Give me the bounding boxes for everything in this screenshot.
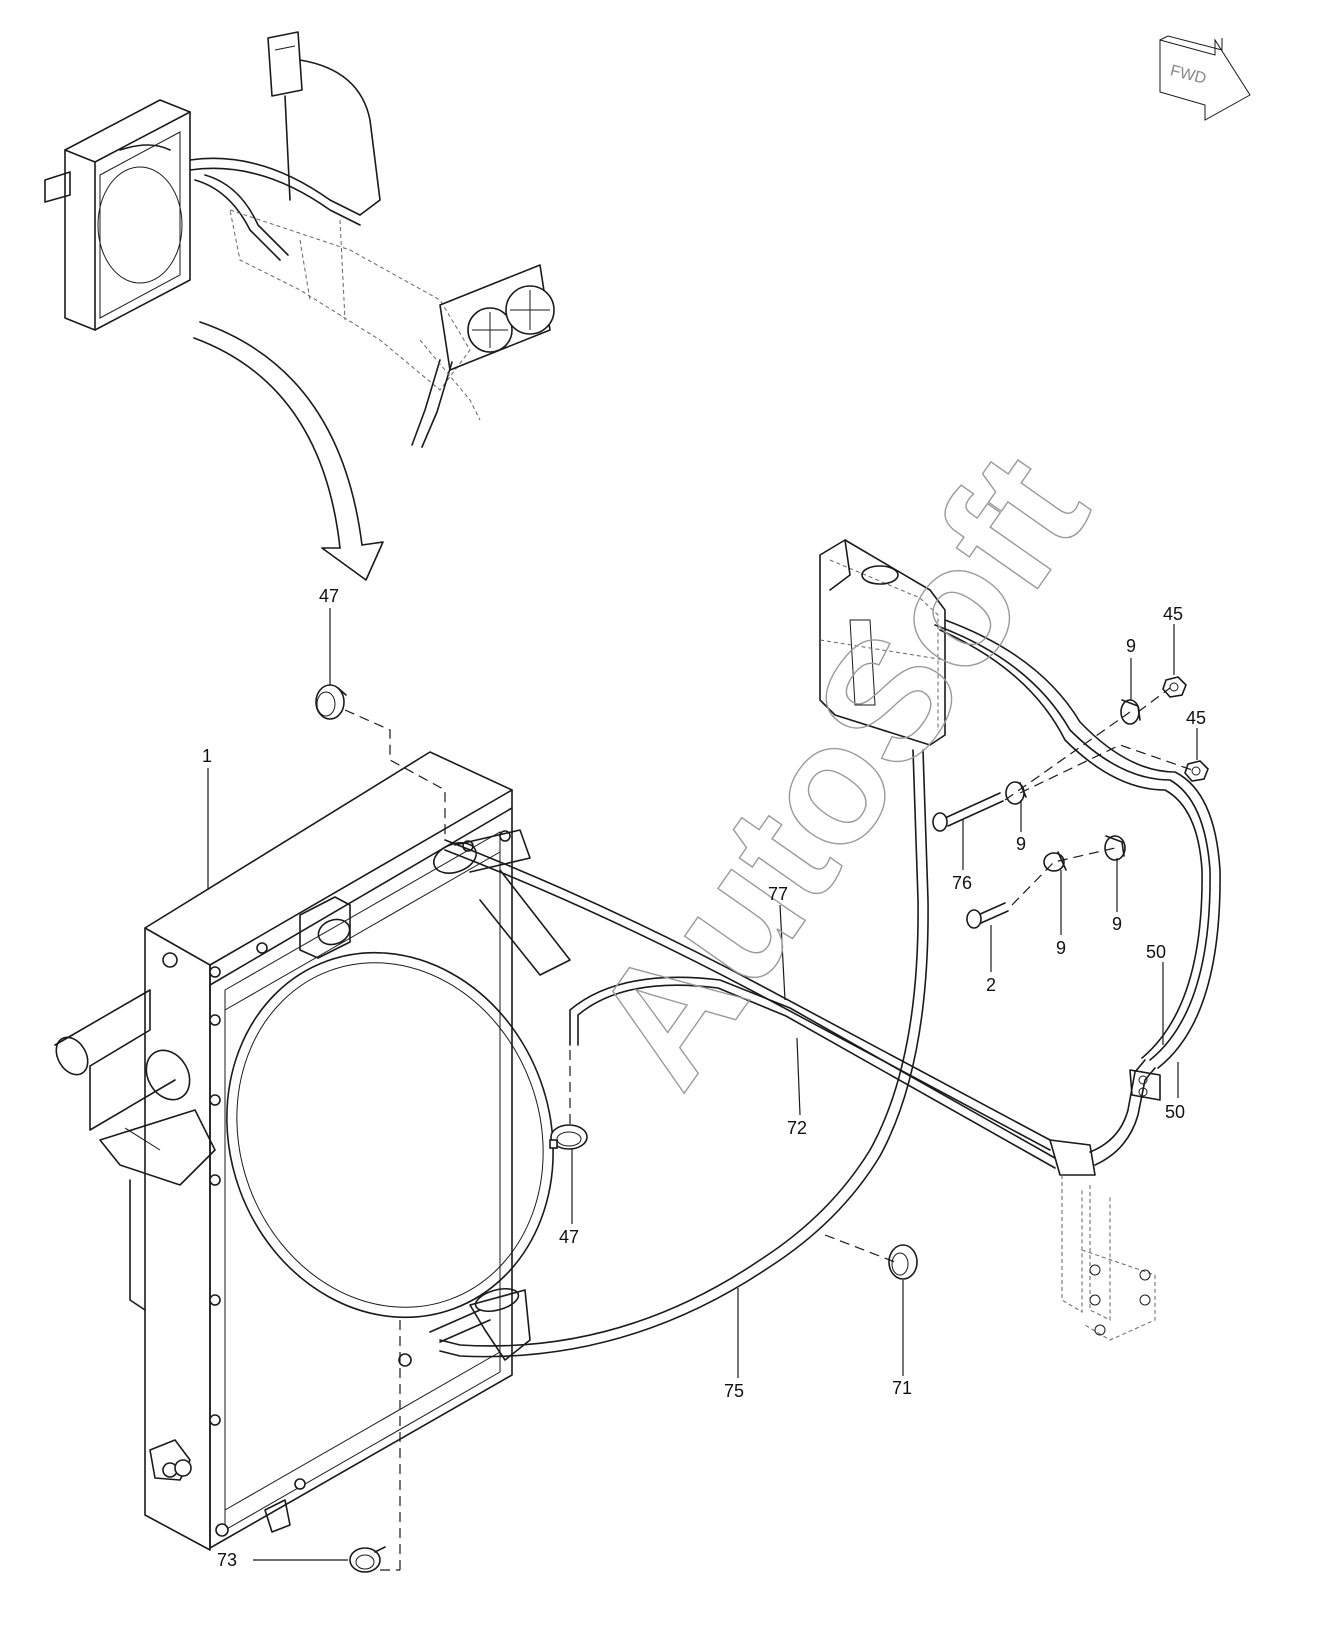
leader-lines	[207, 608, 1198, 1561]
callout-47-top: 47	[319, 586, 339, 606]
callout-47-mid: 47	[559, 1227, 579, 1247]
callout-76: 76	[952, 873, 972, 893]
callout-71: 71	[892, 1378, 912, 1398]
nut-45-a	[1162, 676, 1187, 698]
expansion-tank	[819, 539, 946, 746]
hose-routing	[439, 619, 1221, 1358]
clip-9-d	[1104, 835, 1126, 861]
nut-45-b	[1184, 760, 1209, 782]
callout-9-d: 9	[1112, 914, 1122, 934]
callout-9-a: 9	[1126, 636, 1136, 656]
callouts: 47 1 45 45 9 9 9 9 76 2 77 72 50 50 47 7…	[202, 586, 1206, 1570]
callout-50-a: 50	[1146, 942, 1166, 962]
callout-2: 2	[986, 975, 996, 995]
fwd-arrow-icon: FWD	[1159, 35, 1251, 121]
grommet-71	[888, 1244, 918, 1280]
callout-1: 1	[202, 746, 212, 766]
callout-45-a: 45	[1163, 604, 1183, 624]
callout-45-b: 45	[1186, 708, 1206, 728]
callout-77: 77	[768, 884, 788, 904]
hose-clamp-47-top	[315, 684, 347, 720]
callout-72: 72	[787, 1118, 807, 1138]
clip-9-b	[1005, 781, 1027, 805]
radiator-assembly	[54, 751, 571, 1551]
assembly-alignment-lines	[344, 687, 1196, 1571]
watermark: AutoSoft	[556, 421, 1123, 1118]
callout-9-b: 9	[1016, 834, 1026, 854]
clip-9-a	[1120, 699, 1141, 725]
hose-clamp-73	[349, 1546, 386, 1573]
callout-73: 73	[217, 1550, 237, 1570]
overview-inset	[44, 31, 555, 448]
hose-clamp-47-mid	[549, 1124, 588, 1150]
callout-50-b: 50	[1165, 1102, 1185, 1122]
fwd-label: FWD	[1168, 62, 1207, 87]
transition-arrow-icon	[193, 321, 384, 581]
bolt-2	[966, 902, 1009, 929]
callout-75: 75	[724, 1381, 744, 1401]
bolt-76	[932, 792, 1004, 832]
callout-9-c: 9	[1056, 938, 1066, 958]
mounting-bracket	[1061, 1069, 1161, 1341]
